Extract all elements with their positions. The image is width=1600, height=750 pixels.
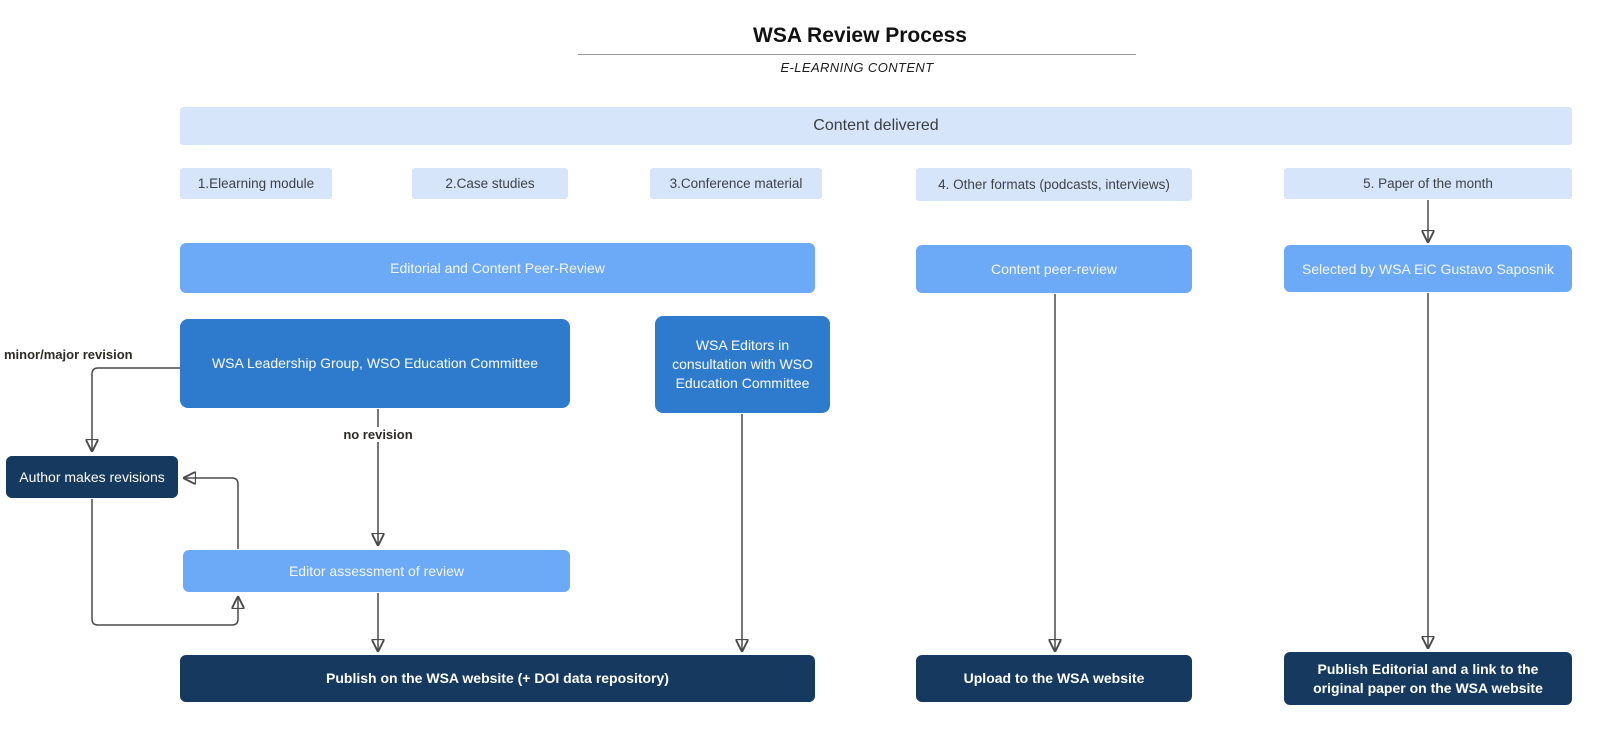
no-revision-label: no revision: [336, 427, 420, 442]
page-title: WSA Review Process: [753, 24, 967, 47]
format-case-studies: 2.Case studies: [412, 168, 568, 199]
content-peer-review-box: Content peer-review: [916, 245, 1192, 293]
format-other-formats: 4. Other formats (podcasts, interviews): [916, 168, 1192, 201]
format-conference-material: 3.Conference material: [650, 168, 822, 199]
content-delivered-banner: Content delivered: [180, 107, 1572, 145]
publish-wsa-website-box: Publish on the WSA website (+ DOI data r…: [180, 655, 815, 702]
selected-by-eic-box: Selected by WSA EiC Gustavo Saposnik: [1284, 245, 1572, 292]
format-elearning-module: 1.Elearning module: [180, 168, 332, 199]
upload-wsa-website-box: Upload to the WSA website: [916, 655, 1192, 702]
arrow-leadership-to-author: [92, 367, 180, 450]
wsa-editors-consultation-box: WSA Editors in consultation with WSO Edu…: [655, 316, 830, 413]
publish-editorial-box: Publish Editorial and a link to the orig…: [1284, 652, 1572, 705]
page-subtitle: E-LEARNING CONTENT: [780, 60, 934, 75]
author-makes-revisions-box: Author makes revisions: [6, 456, 178, 498]
format-paper-of-the-month: 5. Paper of the month: [1284, 168, 1572, 199]
editor-assessment-box: Editor assessment of review: [183, 550, 570, 592]
minor-major-revision-label: minor/major revision: [4, 347, 154, 362]
wsa-leadership-group-box: WSA Leadership Group, WSO Education Comm…: [180, 319, 570, 408]
arrow-editor-assessment-to-author: [185, 478, 239, 549]
editorial-peer-review-box: Editorial and Content Peer-Review: [180, 243, 815, 293]
title-underline: [578, 54, 1136, 55]
